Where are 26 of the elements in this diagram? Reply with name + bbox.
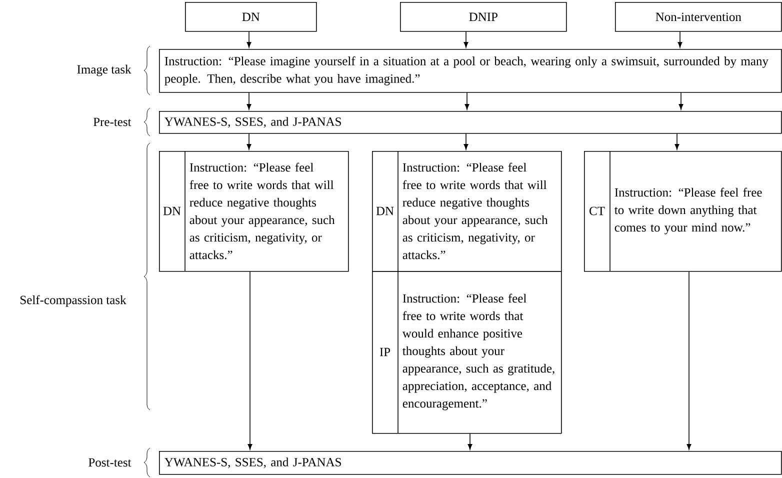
arrow — [674, 133, 680, 150]
stage-label: Self-compassion task — [20, 295, 126, 307]
arrow — [246, 92, 252, 110]
arrow — [248, 271, 252, 450]
instruction-box: DN Instruction: “Please feel free to write words that will reduce negative thoughts about your appearance, such as criticism, negativity, or attacks.” — [159, 150, 349, 272]
instruction-box: DN Instruction: “Please feel free to write words that will reduce negative thoughts about your appearance, such as criticism, negativity, or attacks.” — [372, 150, 562, 272]
step-box: YWANES-S, SSES, and J-PANAS — [159, 451, 782, 475]
group-box: Non-intervention — [615, 2, 782, 32]
group-box: DN — [185, 2, 317, 32]
stage-label: Image task — [77, 64, 132, 76]
arrow — [464, 31, 468, 48]
arrow — [678, 31, 682, 48]
arrow — [464, 92, 470, 110]
step-box: Instruction: “Please imagine yourself in a situation at a pool or beach, wearing only a swimsuit, surrounded by many people. Then, describe what you have imagined.” — [159, 49, 782, 93]
arrow — [686, 271, 692, 450]
arrow — [468, 433, 472, 450]
instruction-box: CT Instruction: “Please feel free to write down anything that comes to your mind now.” — [584, 150, 782, 272]
instruction-box: IP Instruction: “Please feel free to write words that would enhance positive thoughts about your appearance, such as gratitude, appreciation, acceptance, and encouragement.” — [372, 270, 562, 434]
arrow — [678, 92, 684, 110]
arrow — [246, 31, 252, 48]
arrow — [464, 133, 468, 150]
group-box: DNIP — [400, 2, 567, 32]
stage-label: Pre-test — [93, 118, 132, 126]
arrow — [246, 133, 252, 150]
step-box: YWANES-S, SSES, and J-PANAS — [159, 111, 782, 134]
stage-label: Post-test — [88, 458, 132, 467]
